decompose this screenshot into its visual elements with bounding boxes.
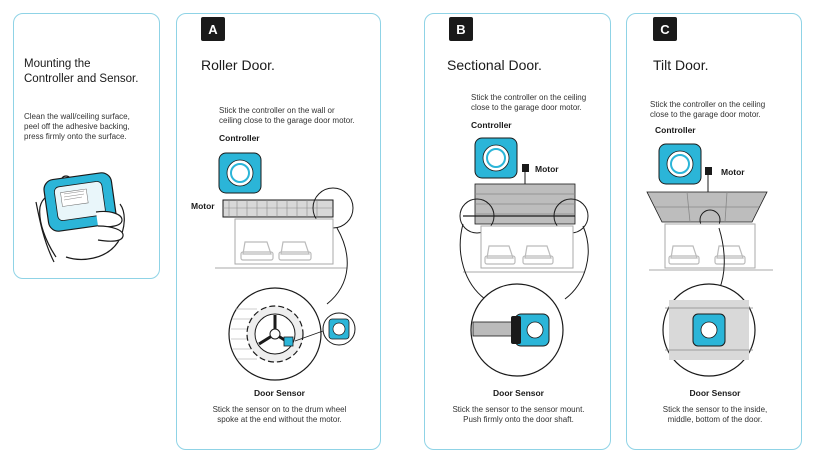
tilt-door-illustration: [646, 143, 773, 291]
tilt-instr-line1: Stick the controller on the ceiling: [650, 100, 766, 109]
tilt-motor-label: Motor: [721, 167, 745, 177]
sectional-door-illustration: [459, 137, 589, 300]
panel-roller-door: A Roller Door. Stick the controller on t…: [176, 13, 381, 450]
sectional-instr-line1: Stick the controller on the ceiling: [471, 93, 587, 102]
hand-mounting-illustration: [35, 172, 125, 263]
panel-title-roller: Roller Door.: [201, 57, 275, 73]
panel-badge-b: B: [449, 17, 473, 41]
intro-desc-line3: press firmly onto the surface.: [24, 132, 127, 141]
roller-sensor-line2: spoke at the end without the motor.: [217, 415, 342, 424]
roller-motor-label: Motor: [191, 201, 215, 211]
panel-badge-a: A: [201, 17, 225, 41]
intro-desc-line1: Clean the wall/ceiling surface,: [24, 112, 130, 121]
roller-controller-label: Controller: [219, 133, 260, 143]
roller-sensor-line1: Stick the sensor on to the drum wheel: [212, 405, 347, 414]
tilt-door-sensor-detail: [662, 283, 756, 377]
intro-title-line1: Mounting the: [24, 58, 91, 70]
roller-door-illustration: [215, 152, 354, 305]
sectional-sensor-line2: Push firmly onto the door shaft.: [463, 415, 574, 424]
sectional-sensor-label: Door Sensor: [492, 388, 544, 398]
panel-title-tilt: Tilt Door.: [653, 57, 709, 73]
sectional-instr-line2: close to the garage door motor.: [471, 103, 582, 112]
intro-desc-line2: peel off the adhesive backing,: [24, 122, 130, 131]
sectional-controller-label: Controller: [471, 120, 512, 130]
sectional-shaft-sensor-detail: [470, 283, 564, 377]
tilt-sensor-line2: middle, bottom of the door.: [667, 415, 763, 424]
roller-drum-sensor-detail: [228, 287, 356, 381]
tilt-instr-line2: close to the garage door motor.: [650, 110, 761, 119]
panel-sectional-door: B Sectional Door. Stick the controller o…: [424, 13, 611, 450]
panel-tilt-door: C Tilt Door. Stick the controller on the…: [626, 13, 802, 450]
tilt-sensor-line1: Stick the sensor to the inside,: [662, 405, 768, 414]
sectional-motor-label: Motor: [535, 164, 559, 174]
intro-card: Mounting the Controller and Sensor. Clea…: [13, 13, 160, 279]
panel-title-sectional: Sectional Door.: [447, 57, 542, 73]
sectional-sensor-line1: Stick the sensor to the sensor mount.: [452, 405, 585, 414]
tilt-controller-label: Controller: [655, 125, 696, 135]
roller-instr-line2: ceiling close to the garage door motor.: [219, 116, 355, 125]
roller-sensor-label: Door Sensor: [253, 388, 305, 398]
tilt-sensor-label: Door Sensor: [689, 388, 741, 398]
panel-badge-c: C: [653, 17, 677, 41]
roller-instr-line1: Stick the controller on the wall or: [219, 106, 335, 115]
intro-title-line2: Controller and Sensor.: [24, 73, 139, 85]
